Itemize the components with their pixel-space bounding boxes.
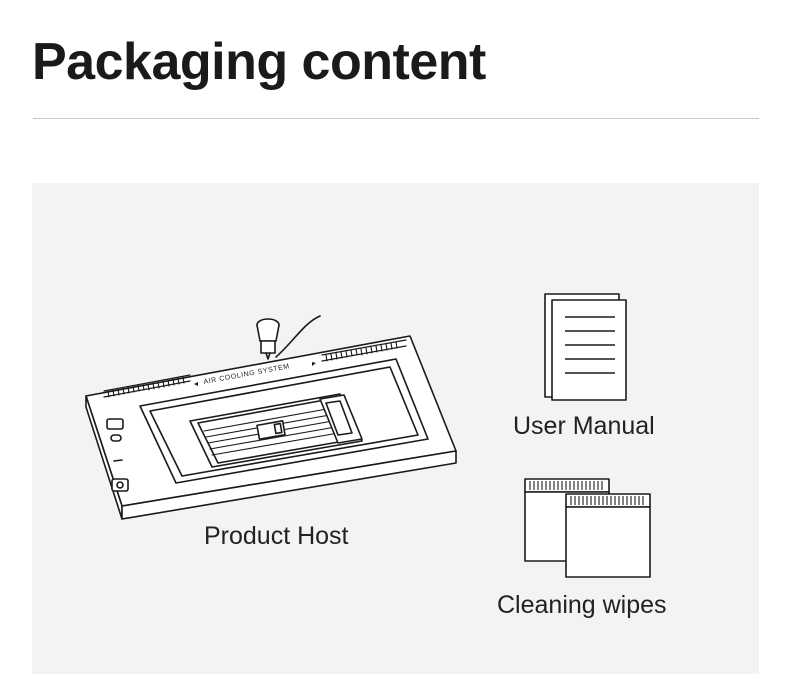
page-title: Packaging content xyxy=(32,33,486,91)
manual-icon xyxy=(544,293,627,401)
item-label-cleaning-wipes: Cleaning wipes xyxy=(497,591,667,619)
divider xyxy=(33,118,759,119)
item-label-user-manual: User Manual xyxy=(513,412,655,440)
wipes-icon xyxy=(524,478,651,578)
contents-panel: AIR COOLING SYSTEM Product Host User Man… xyxy=(32,183,759,674)
item-label-product-host: Product Host xyxy=(204,522,349,550)
product-host-illustration: AIR COOLING SYSTEM xyxy=(85,315,457,520)
